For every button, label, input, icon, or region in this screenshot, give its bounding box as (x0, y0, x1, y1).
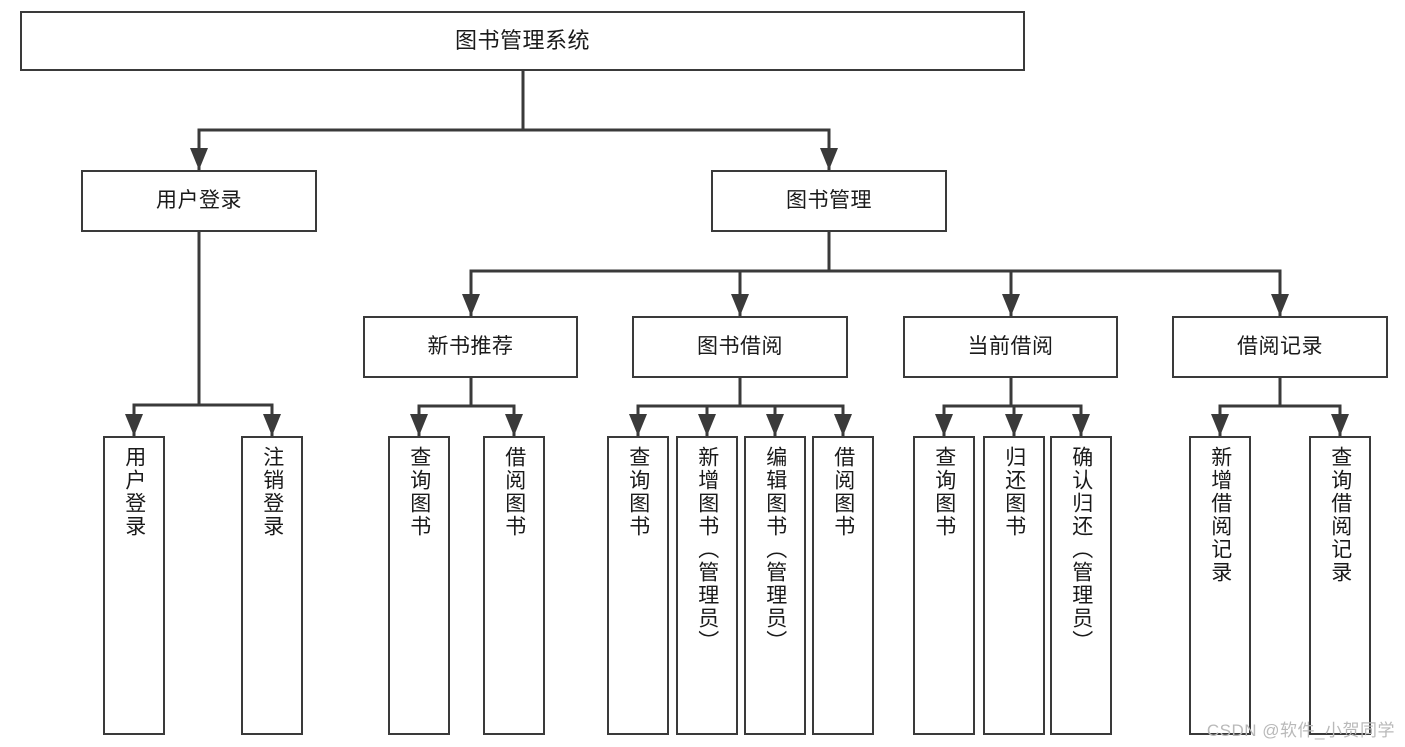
node-label: 新书推荐 (427, 334, 514, 358)
leaf-edit-book-admin[interactable]: 编辑图书（管理员） (744, 436, 806, 735)
leaf-add-book-admin[interactable]: 新增图书（管理员） (676, 436, 738, 735)
node-label: 查询图书 (626, 446, 650, 538)
node-label: 注销登录 (260, 446, 284, 538)
node-label: 用户登录 (122, 446, 146, 538)
node-label: 当前借阅 (967, 334, 1054, 358)
node-book-borrow[interactable]: 图书借阅 (632, 316, 848, 378)
node-label: 确认归还（管理员） (1069, 446, 1093, 653)
node-new-book-recommend[interactable]: 新书推荐 (363, 316, 578, 378)
leaf-add-borrow-record[interactable]: 新增借阅记录 (1189, 436, 1251, 735)
leaf-query-borrow-record[interactable]: 查询借阅记录 (1309, 436, 1371, 735)
leaf-confirm-return-admin[interactable]: 确认归还（管理员） (1050, 436, 1112, 735)
node-label: 查询图书 (932, 446, 956, 538)
node-label: 查询借阅记录 (1328, 446, 1352, 584)
node-root-system[interactable]: 图书管理系统 (20, 11, 1025, 71)
leaf-borrow-books-recommend[interactable]: 借阅图书 (483, 436, 545, 735)
node-label: 图书管理 (786, 188, 872, 212)
node-borrow-records[interactable]: 借阅记录 (1172, 316, 1388, 378)
leaf-query-books-borrow[interactable]: 查询图书 (607, 436, 669, 735)
leaf-return-book[interactable]: 归还图书 (983, 436, 1045, 735)
node-label: 借阅记录 (1237, 334, 1323, 358)
node-label: 借阅图书 (502, 446, 526, 538)
node-book-management[interactable]: 图书管理 (711, 170, 947, 232)
node-label: 新增借阅记录 (1208, 446, 1232, 584)
node-label: 图书管理系统 (454, 28, 590, 54)
node-label: 归还图书 (1002, 446, 1026, 538)
node-label: 用户登录 (156, 188, 242, 212)
node-label: 新增图书（管理员） (695, 446, 719, 653)
node-label: 借阅图书 (831, 446, 855, 538)
node-current-borrow[interactable]: 当前借阅 (903, 316, 1118, 378)
watermark-text: CSDN @软件_小贺同学 (1206, 721, 1395, 740)
node-label: 编辑图书（管理员） (763, 446, 787, 653)
leaf-user-logout[interactable]: 注销登录 (241, 436, 303, 735)
leaf-query-books-recommend[interactable]: 查询图书 (388, 436, 450, 735)
node-label: 图书借阅 (697, 334, 783, 358)
leaf-user-login[interactable]: 用户登录 (103, 436, 165, 735)
node-label: 查询图书 (407, 446, 431, 538)
node-user-login[interactable]: 用户登录 (81, 170, 317, 232)
leaf-query-books-current[interactable]: 查询图书 (913, 436, 975, 735)
leaf-borrow-book[interactable]: 借阅图书 (812, 436, 874, 735)
